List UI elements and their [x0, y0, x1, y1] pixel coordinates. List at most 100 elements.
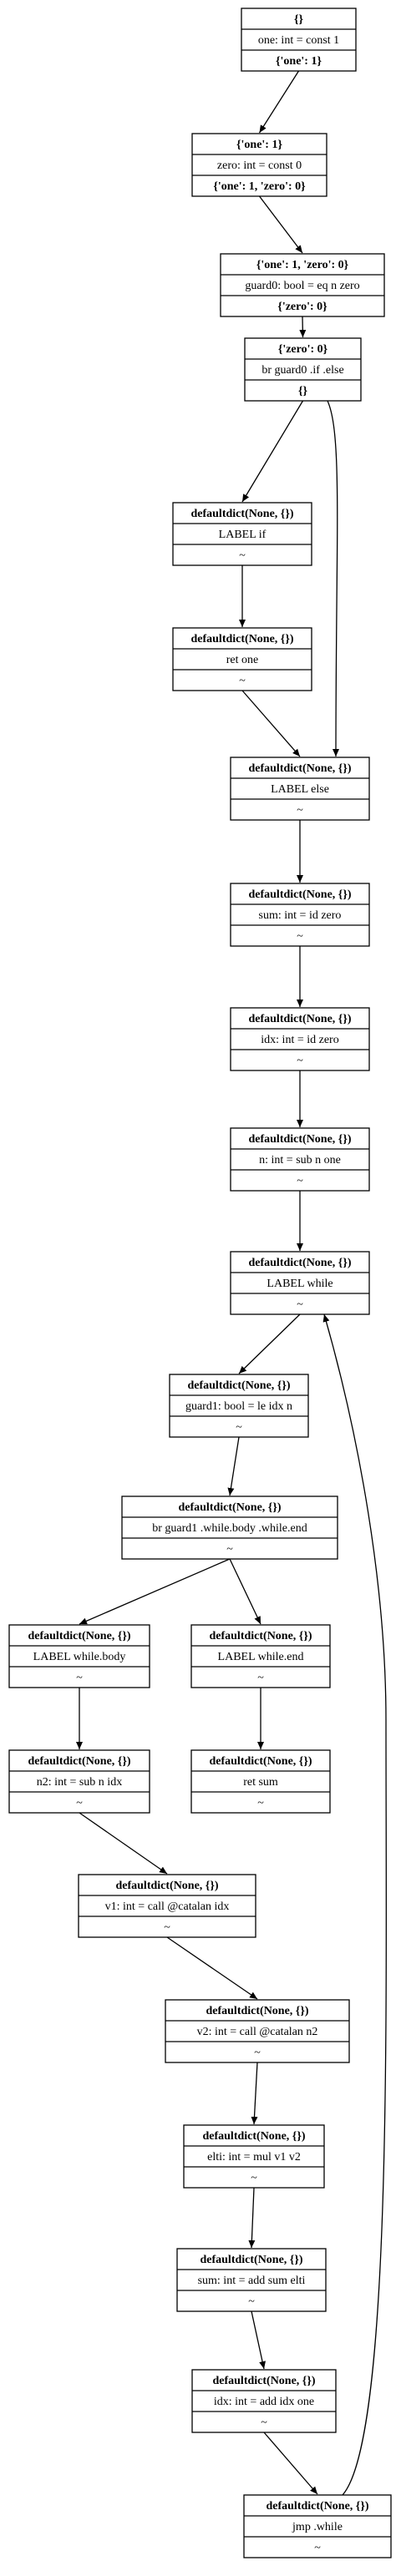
graph-node: defaultdict(None, {}) LABEL else ~: [230, 757, 370, 821]
node-title: defaultdict(None, {}): [266, 2500, 368, 2513]
node-box: [241, 8, 357, 72]
node-output: ~: [297, 1175, 303, 1187]
node-title: defaultdict(None, {}): [200, 2254, 302, 2266]
graph-node: defaultdict(None, {}) ret one ~: [172, 627, 312, 691]
graph-edge: [258, 195, 303, 254]
graph-node: defaultdict(None, {})guard1: bool = le i…: [169, 1374, 309, 1438]
node-box: [176, 2248, 327, 2312]
node-box: [230, 1127, 370, 1192]
node-box: [169, 1374, 309, 1438]
graph-edge: [299, 316, 307, 338]
node-instruction: LABEL if: [219, 529, 267, 541]
graph-node: defaultdict(None, {})jmp .while~: [243, 2494, 392, 2558]
node-box: [172, 627, 312, 691]
node-output: ~: [239, 675, 246, 687]
graph-node: {} one: int = const 1 {'one': 1}: [241, 8, 357, 72]
node-instruction: elti: int = mul v1 v2: [207, 2151, 301, 2164]
node-box: [191, 2369, 337, 2433]
graph-node: defaultdict(None, {}) LABEL while ~: [230, 1251, 370, 1315]
node-instruction: v1: int = call @catalan idx: [105, 1900, 230, 1913]
node-output: {'one': 1}: [276, 55, 322, 68]
graph-edge: [241, 690, 301, 757]
graph-edge: [79, 1812, 168, 1875]
graph-node: defaultdict(None, {})sum: int = add sum …: [176, 2248, 327, 2312]
graph-node: defaultdict(None, {}) v1: int = call @cat…: [78, 1874, 256, 1938]
node-output: ~: [297, 1055, 303, 1067]
graph-node: defaultdict(None, {})n2: int = sub n idx…: [8, 1749, 150, 1814]
node-instruction: n: int = sub n one: [259, 1154, 341, 1167]
node-instruction: guard0: bool = eq n zero: [245, 280, 359, 292]
nodes: {} one: int = const 1 {'one': 1}{'one': 1}…: [8, 8, 392, 2558]
node-instruction: ret sum: [243, 1776, 278, 1789]
graph-node: defaultdict(None, {}) br guard1 .while.bo…: [121, 1495, 338, 1560]
graph-edge: [322, 1313, 387, 2496]
node-instruction: v2: int = call @catalan n2: [197, 2026, 318, 2038]
node-instruction: LABEL else: [271, 783, 329, 796]
node-title: defaultdict(None, {}): [248, 762, 351, 775]
node-instruction: LABEL while: [267, 1278, 333, 1290]
edges: [76, 70, 387, 2496]
node-box: [8, 1624, 150, 1688]
node-title: defaultdict(None, {}): [202, 2130, 305, 2143]
node-box: [243, 2494, 392, 2558]
node-title: defaultdict(None, {}): [209, 1630, 312, 1642]
node-output: ~: [297, 930, 303, 943]
node-box: [191, 133, 327, 197]
graph-node: defaultdict(None, {})v2: int = call @cat…: [165, 1999, 350, 2063]
node-instruction: one: int = const 1: [258, 34, 339, 47]
node-box: [220, 253, 385, 317]
node-output: ~: [297, 804, 303, 817]
node-output: ~: [254, 2047, 261, 2059]
node-instruction: sum: int = id zero: [259, 909, 342, 922]
node-title: defaultdict(None, {}): [115, 1880, 218, 1892]
node-title: defaultdict(None, {}): [178, 1501, 281, 1514]
node-title: defaultdict(None, {}): [28, 1755, 130, 1768]
node-box: [8, 1749, 150, 1814]
node-output: ~: [248, 2295, 255, 2308]
graph-edge: [227, 1436, 240, 1496]
node-box: [172, 502, 312, 566]
node-output: ~: [76, 1797, 83, 1809]
node-title: defaultdict(None, {}): [248, 1257, 351, 1269]
node-instruction: LABEL while.body: [33, 1651, 126, 1663]
graph-node: defaultdict(None, {}) elti: int = mul v1 …: [183, 2124, 325, 2189]
node-box: [121, 1495, 338, 1560]
graph-node: defaultdict(None, {})LABEL if~: [172, 502, 312, 566]
node-output: {'one': 1, 'zero': 0}: [213, 180, 306, 193]
graph-edge: [248, 2187, 256, 2249]
graph-edge: [327, 400, 340, 757]
graph-edge: [79, 1558, 231, 1625]
node-title: defaultdict(None, {}): [187, 1379, 290, 1392]
node-output: ~: [314, 2542, 321, 2554]
graph-node: defaultdict(None, {})sum: int = id zero~: [230, 883, 370, 947]
graph-edge: [251, 2062, 258, 2125]
node-output: ~: [164, 1921, 170, 1934]
node-box: [78, 1874, 256, 1938]
node-title: defaultdict(None, {}): [190, 508, 293, 520]
node-output: ~: [261, 2417, 267, 2429]
graph-node: defaultdict(None, {})LABEL while.body~: [8, 1624, 150, 1688]
node-output: ~: [257, 1797, 264, 1809]
node-title: defaultdict(None, {}): [190, 633, 293, 645]
node-box: [190, 1624, 331, 1688]
node-output: ~: [251, 2172, 257, 2184]
graph-node: defaultdict(None, {}) n: int = sub n one ~: [230, 1127, 370, 1192]
node-title: defaultdict(None, {}): [212, 2375, 315, 2387]
node-instruction: br guard1 .while.body .while.end: [152, 1522, 307, 1535]
graph-node: {'one': 1, 'zero': 0}guard0: bool = eq n…: [220, 253, 385, 317]
node-box: [183, 2124, 325, 2189]
node-output: ~: [297, 1298, 303, 1311]
graph-node: {'zero': 0}br guard0 .if .else{}: [244, 337, 362, 402]
node-output: ~: [236, 1421, 242, 1434]
graph-node: defaultdict(None, {})idx: int = id zero~: [230, 1007, 370, 1071]
node-title: {'zero': 0}: [278, 343, 328, 356]
node-instruction: ret one: [226, 654, 258, 666]
node-title: defaultdict(None, {}): [248, 1013, 351, 1025]
graph-edge: [258, 70, 300, 134]
node-box: [244, 337, 362, 402]
graph-edge: [251, 2310, 266, 2370]
node-instruction: br guard0 .if .else: [261, 364, 343, 377]
node-title: {}: [294, 13, 304, 26]
node-title: defaultdict(None, {}): [248, 1133, 351, 1146]
